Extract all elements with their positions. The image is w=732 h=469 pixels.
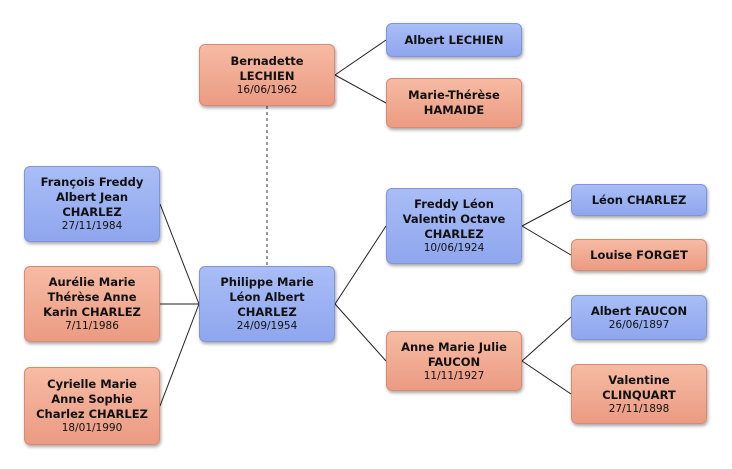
person-date: 10/06/1924 [423, 242, 485, 254]
person-name-line: CHARLEZ [62, 205, 122, 219]
person-albert-lechien[interactable]: Albert LECHIEN [386, 23, 522, 57]
person-valentine-clinquart[interactable]: Valentine CLINQUART 27/11/1898 [571, 364, 707, 424]
person-name-line: Karin CHARLEZ [43, 305, 141, 319]
person-date: 27/11/1984 [61, 220, 123, 232]
person-name-line: Valentin Octave [402, 212, 506, 226]
person-name-line: Thérèse Anne [47, 290, 137, 304]
person-name-line: Albert FAUCON [590, 303, 688, 318]
person-name-line: CHARLEZ [237, 305, 297, 319]
link-bernadette-albert [334, 39, 387, 76]
person-name-line: Marie-Thérèse [408, 88, 500, 102]
person-name-line: Léon Albert [229, 290, 305, 304]
person-name-line: Louise FORGET [590, 247, 688, 262]
person-name-line: Anne Marie Julie [401, 339, 507, 354]
person-anne-faucon[interactable]: Anne Marie Julie FAUCON 11/11/1927 [386, 331, 522, 391]
person-name-line: François Freddy [40, 175, 144, 189]
person-date: 18/01/1990 [61, 422, 123, 434]
person-name-line: Valentine [608, 372, 670, 387]
person-date: 24/09/1954 [236, 320, 298, 332]
person-name-line: Bernadette [230, 53, 304, 68]
person-name-line: Cyrielle Marie [47, 377, 137, 391]
person-name-line: Charlez CHARLEZ [36, 407, 148, 421]
person-name-line: Albert Jean [55, 190, 129, 204]
person-louise-forget[interactable]: Louise FORGET [571, 239, 707, 271]
person-name-line: Léon CHARLEZ [591, 192, 687, 207]
person-albert-faucon[interactable]: Albert FAUCON 26/06/1897 [571, 295, 707, 340]
link-francois-philippe [159, 203, 200, 305]
person-name-line: Freddy Léon [414, 197, 494, 211]
link-cyrielle-philippe [159, 303, 200, 407]
person-date: 7/11/1986 [65, 320, 119, 332]
person-marie-therese-hamaide[interactable]: Marie-Thérèse HAMAIDE [386, 78, 522, 128]
link-freddy-leon [521, 199, 572, 227]
person-name-line: Anne Sophie [51, 392, 133, 406]
person-cyrielle-charlez[interactable]: Cyrielle Marie Anne Sophie Charlez CHARL… [24, 367, 160, 445]
person-name-line: Aurélie Marie [48, 275, 136, 289]
person-date: 26/06/1897 [608, 318, 670, 331]
person-aurelie-charlez[interactable]: Aurélie Marie Thérèse Anne Karin CHARLEZ… [24, 266, 160, 342]
person-name-line: FAUCON [427, 354, 481, 369]
link-anne-albertfaucon [521, 316, 572, 362]
link-freddy-louise [521, 225, 572, 256]
person-name-line: Albert LECHIEN [404, 32, 504, 47]
link-bernadette-marietherese [334, 74, 387, 104]
link-philippe-anne [334, 303, 387, 362]
person-bernadette-lechien[interactable]: Bernadette LECHIEN 16/06/1962 [199, 44, 335, 106]
person-freddy-charlez[interactable]: Freddy Léon Valentin Octave CHARLEZ 10/0… [386, 188, 522, 264]
link-anne-valentine [521, 360, 572, 395]
person-date: 11/11/1927 [423, 369, 485, 382]
link-philippe-freddy [334, 225, 387, 305]
person-date: 27/11/1898 [608, 402, 670, 415]
person-name-line: CLINQUART [602, 387, 676, 402]
person-date: 16/06/1962 [236, 83, 298, 96]
person-francois-charlez[interactable]: François Freddy Albert Jean CHARLEZ 27/1… [24, 166, 160, 242]
person-name-line: LECHIEN [239, 68, 295, 83]
person-philippe-charlez[interactable]: Philippe Marie Léon Albert CHARLEZ 24/09… [199, 266, 335, 342]
person-leon-charlez[interactable]: Léon CHARLEZ [571, 184, 707, 216]
person-name-line: HAMAIDE [423, 103, 485, 117]
person-name-line: CHARLEZ [424, 227, 484, 241]
person-name-line: Philippe Marie [220, 275, 314, 289]
